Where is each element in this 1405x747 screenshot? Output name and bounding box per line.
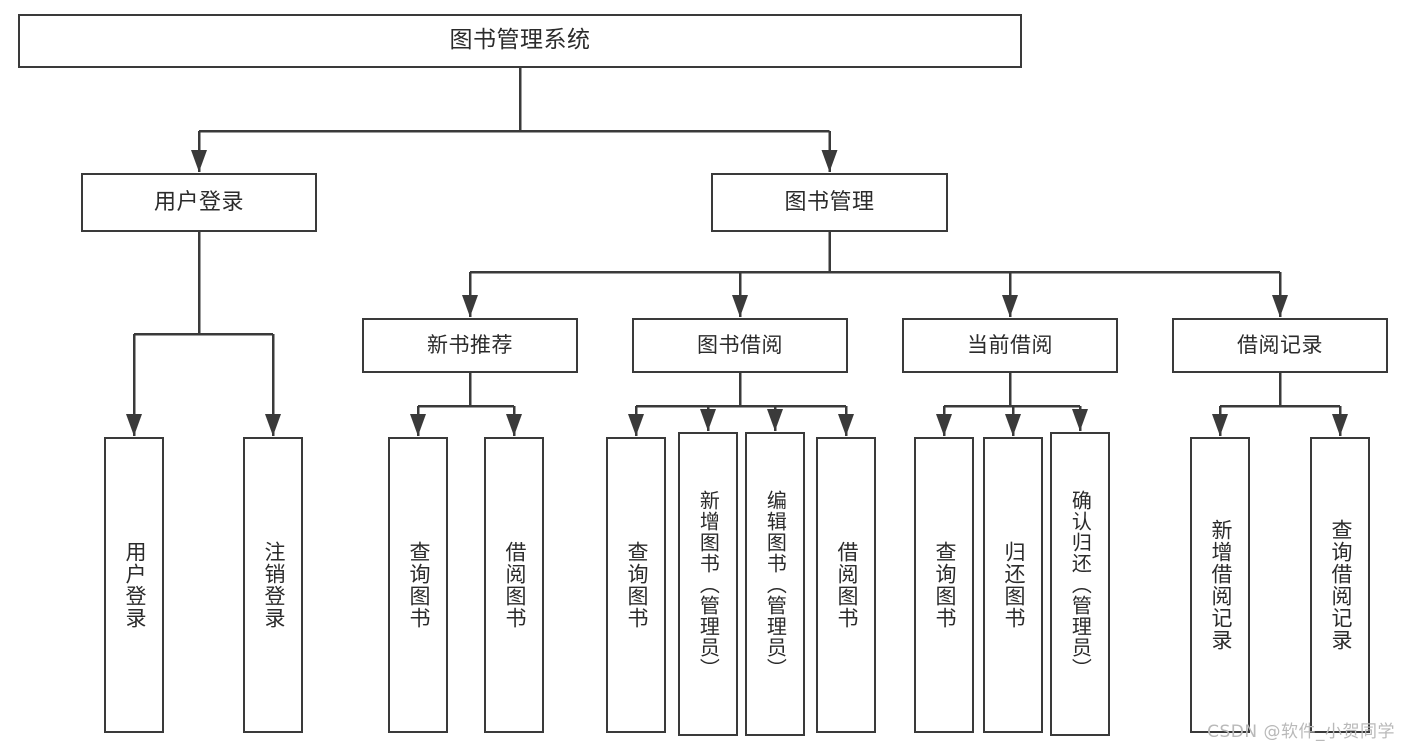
node-leaf-borrow-4[interactable]: 借阅图书	[816, 437, 876, 733]
node-label: 查询图书	[624, 541, 649, 629]
node-login[interactable]: 用户登录	[81, 173, 317, 232]
node-newbook[interactable]: 新书推荐	[362, 318, 578, 373]
node-label: 查询图书	[932, 541, 957, 629]
node-label: 归还图书	[1001, 541, 1026, 629]
node-label: 查询图书	[406, 541, 431, 629]
node-label: 图书管理系统	[449, 27, 591, 54]
node-label: 用户登录	[153, 189, 244, 215]
node-leaf-records-2[interactable]: 查询借阅记录	[1310, 437, 1370, 733]
node-label: 用户登录	[122, 541, 147, 629]
node-leaf-borrow-3[interactable]: 编辑图书（管理员）	[745, 432, 805, 736]
node-label: 借阅图书	[834, 541, 859, 629]
node-label: 新书推荐	[427, 333, 513, 358]
node-label: 注销登录	[261, 541, 286, 629]
node-borrow[interactable]: 图书借阅	[632, 318, 848, 373]
node-current[interactable]: 当前借阅	[902, 318, 1118, 373]
node-leaf-records-1[interactable]: 新增借阅记录	[1190, 437, 1250, 733]
node-leaf-current-3[interactable]: 确认归还（管理员）	[1050, 432, 1110, 736]
watermark-text: CSDN @软件_小贺同学	[1207, 722, 1395, 742]
node-label: 查询借阅记录	[1328, 519, 1353, 651]
node-label: 图书管理	[784, 189, 875, 215]
node-label: 确认归还（管理员）	[1068, 489, 1093, 679]
node-label: 借阅记录	[1237, 333, 1323, 358]
node-label: 当前借阅	[967, 333, 1053, 358]
node-label: 编辑图书（管理员）	[763, 489, 788, 679]
node-label: 图书借阅	[697, 333, 783, 358]
node-leaf-borrow-2[interactable]: 新增图书（管理员）	[678, 432, 738, 736]
node-label: 新增图书（管理员）	[696, 489, 721, 679]
node-leaf-login-2[interactable]: 注销登录	[243, 437, 303, 733]
node-leaf-current-2[interactable]: 归还图书	[983, 437, 1043, 733]
node-root[interactable]: 图书管理系统	[18, 14, 1022, 68]
node-leaf-newbook-1[interactable]: 查询图书	[388, 437, 448, 733]
node-leaf-current-1[interactable]: 查询图书	[914, 437, 974, 733]
node-bookmgmt[interactable]: 图书管理	[711, 173, 948, 232]
node-leaf-newbook-2[interactable]: 借阅图书	[484, 437, 544, 733]
node-records[interactable]: 借阅记录	[1172, 318, 1388, 373]
node-leaf-login-1[interactable]: 用户登录	[104, 437, 164, 733]
node-label: 借阅图书	[502, 541, 527, 629]
node-leaf-borrow-1[interactable]: 查询图书	[606, 437, 666, 733]
node-label: 新增借阅记录	[1208, 519, 1233, 651]
